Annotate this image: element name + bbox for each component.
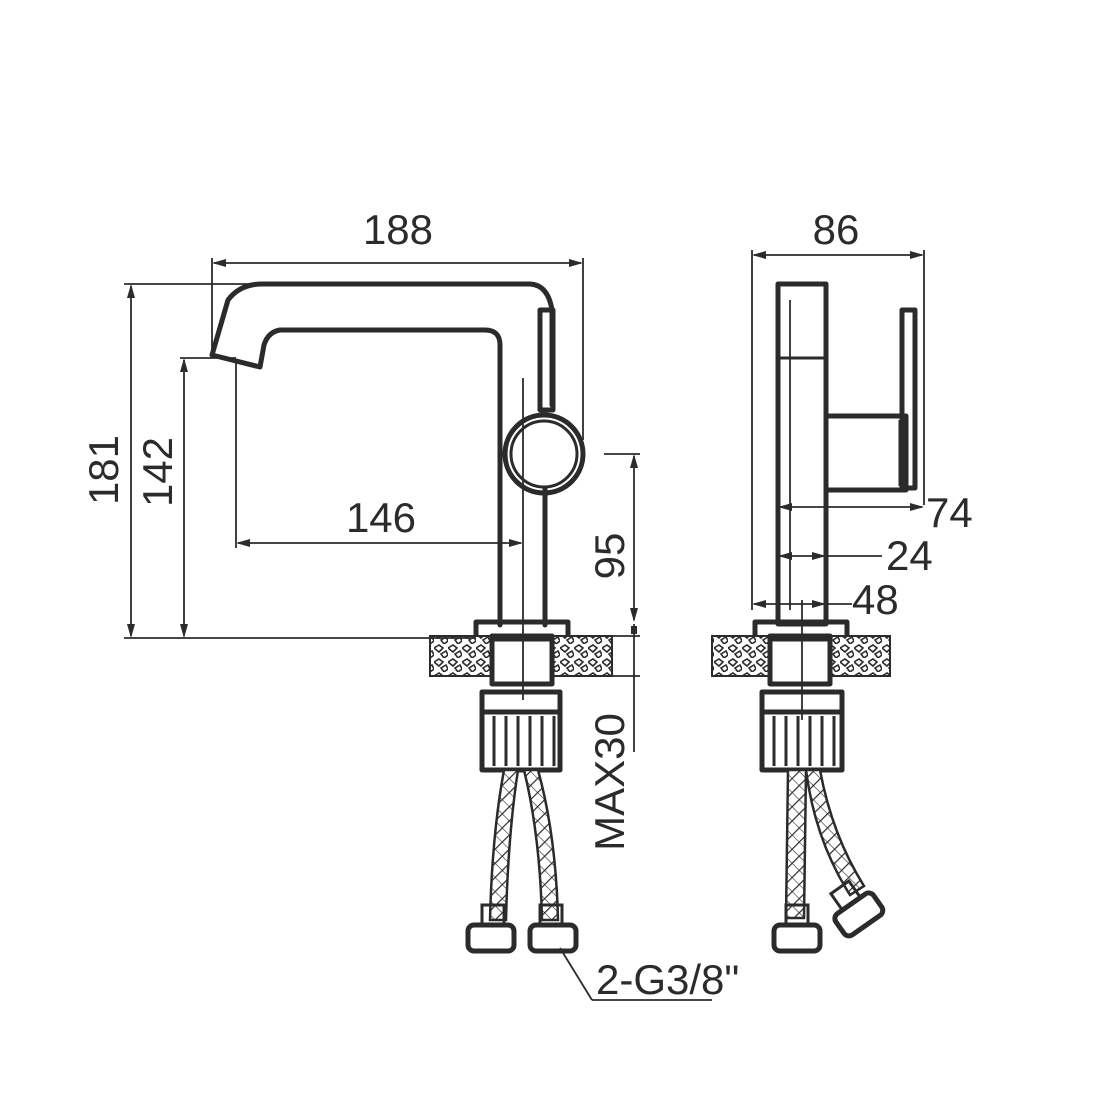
side-hose-bent <box>804 768 866 897</box>
front-dimensions: 188 181 142 146 95 MAX30 <box>80 206 739 1003</box>
mounting-nut <box>479 689 563 715</box>
side-hose-straight <box>784 768 808 920</box>
spout-outline <box>209 281 555 628</box>
side-base-flange <box>752 619 850 642</box>
side-hose-ferrule-left <box>784 903 810 927</box>
side-body <box>775 281 829 627</box>
handle-knob-inner <box>509 419 579 489</box>
side-view <box>711 281 918 954</box>
dim-side-width: 86 <box>813 206 860 253</box>
dim-spout-reach: 146 <box>346 494 416 541</box>
lock-nut <box>479 709 563 773</box>
handle-lever <box>537 307 556 413</box>
lock-nut-ridges <box>492 716 556 766</box>
hose-right <box>522 768 560 922</box>
hose-fitting-left <box>465 922 517 954</box>
countertop-left <box>429 635 493 677</box>
side-lock-nut-ridges <box>772 716 836 766</box>
handle-knob <box>502 412 586 496</box>
hose-ferrule-left <box>480 903 506 927</box>
side-countertop-right <box>829 635 891 677</box>
hose-ferrule-right <box>538 903 564 927</box>
side-hose-fitting-left <box>771 922 823 954</box>
dim-handle-height: 95 <box>586 533 633 580</box>
hose-left <box>488 768 520 922</box>
dim-spout-height: 142 <box>134 437 181 507</box>
hose-fitting-right <box>527 922 579 954</box>
dim-connection: 2-G3/8" <box>596 956 739 1003</box>
side-dimensions: 86 74 24 48 <box>751 206 973 623</box>
dim-side-74: 74 <box>926 489 973 536</box>
dim-max-deck: MAX30 <box>586 713 633 851</box>
dim-width-total: 188 <box>363 206 433 253</box>
side-handle-lever <box>899 307 918 491</box>
side-hose-ferrule-right <box>828 878 863 913</box>
front-view <box>209 281 613 954</box>
dim-side-48: 48 <box>852 576 899 623</box>
side-shank <box>767 633 833 687</box>
shank <box>489 633 555 687</box>
dim-side-24: 24 <box>886 532 933 579</box>
side-handle-block <box>823 413 909 493</box>
countertop-right <box>551 635 613 677</box>
dim-height-total: 181 <box>80 435 127 505</box>
side-countertop-left <box>711 635 771 677</box>
base-flange <box>473 619 571 642</box>
